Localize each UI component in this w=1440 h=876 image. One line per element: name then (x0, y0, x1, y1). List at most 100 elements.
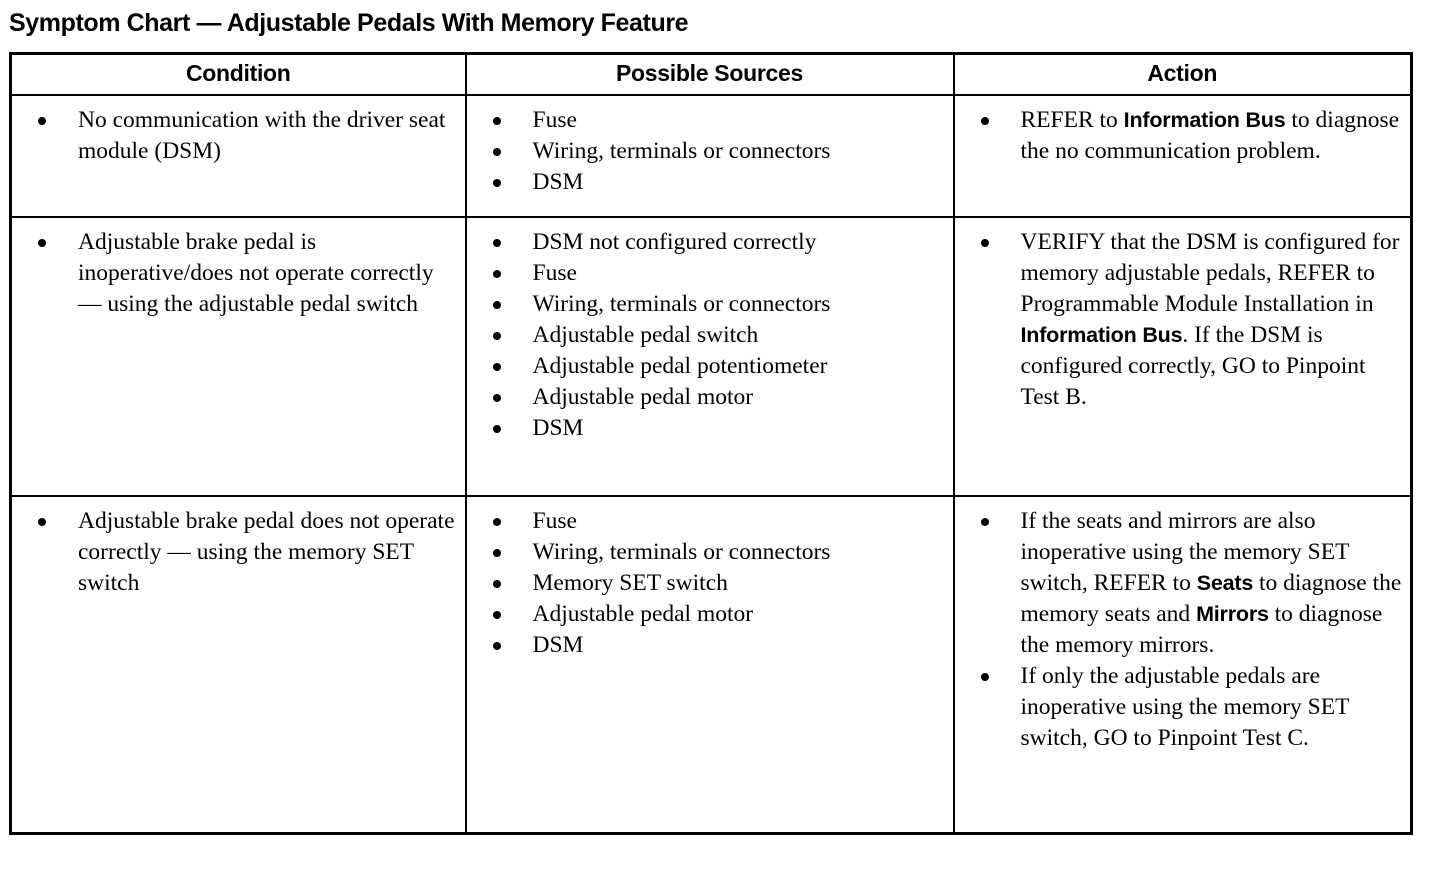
bullet-icon (492, 227, 502, 247)
bullet-icon (492, 136, 502, 156)
list-item-text: Adjustable pedal motor (532, 601, 754, 627)
cell-condition: Adjustable brake pedal does not operate … (9, 495, 467, 835)
bullet-icon (492, 320, 502, 340)
list-item-text: Adjustable brake pedal does not operate … (78, 508, 455, 596)
symptom-chart-table: Condition Possible Sources Action No com… (9, 52, 1413, 835)
text-run: If only the adjustable pedals are inoper… (1020, 663, 1350, 751)
list-item: Wiring, terminals or connectors (475, 289, 945, 320)
cross-reference-link[interactable]: Information Bus (1123, 108, 1286, 132)
bullet-icon (980, 506, 990, 526)
list-item: Adjustable pedal switch (475, 320, 945, 351)
list-item-text: Adjustable pedal switch (532, 322, 759, 348)
bullet-icon (38, 506, 47, 526)
list-item-text: Adjustable pedal motor (532, 384, 754, 410)
bullet-icon (492, 599, 502, 619)
list-item: DSM (475, 167, 945, 198)
bullet-icon (980, 661, 990, 681)
table-header-row: Condition Possible Sources Action (9, 52, 1413, 96)
list-item: Memory SET switch (475, 568, 945, 599)
bullet-icon (492, 630, 502, 650)
bullet-icon (492, 105, 502, 125)
list-item-text: DSM (532, 632, 584, 658)
condition-list: Adjustable brake pedal does not operate … (20, 506, 457, 599)
list-item-text: Wiring, terminals or connectors (532, 291, 831, 317)
list-item: Fuse (475, 506, 945, 537)
text-run: to diagnose the no communication problem… (1020, 107, 1400, 164)
bullet-icon (492, 413, 502, 433)
list-item: Fuse (475, 105, 945, 136)
column-header-condition: Condition (9, 52, 467, 96)
text-run: to diagnose the memory seats and (1020, 570, 1402, 627)
cross-reference-link[interactable]: Mirrors (1196, 602, 1269, 626)
text-run: REFER to (1020, 107, 1124, 133)
condition-list: No communication with the driver seat mo… (20, 105, 457, 167)
list-item-text: If only the adjustable pedals are inoper… (1021, 661, 1403, 754)
text-run: VERIFY that the DSM is configured for me… (1020, 229, 1400, 317)
bullet-icon (38, 227, 47, 247)
list-item: VERIFY that the DSM is configured for me… (963, 227, 1403, 413)
text-run: . If the DSM is configured correctly, GO… (1020, 322, 1366, 410)
cell-action: If the seats and mirrors are also inoper… (952, 495, 1413, 835)
list-item: DSM (475, 630, 945, 661)
action-list: REFER to Information Bus to diagnose the… (963, 105, 1403, 167)
table-row: Adjustable brake pedal does not operate … (9, 495, 1413, 835)
list-item-text: No communication with the driver seat mo… (78, 107, 446, 164)
column-header-action: Action (952, 52, 1413, 96)
table-row: Adjustable brake pedal is inoperative/do… (9, 216, 1413, 497)
list-item-text: DSM (532, 169, 584, 195)
list-item: Wiring, terminals or connectors (475, 136, 945, 167)
bullet-icon (492, 382, 502, 402)
action-list: VERIFY that the DSM is configured for me… (963, 227, 1403, 413)
list-item: Wiring, terminals or connectors (475, 537, 945, 568)
bullet-icon (492, 258, 502, 278)
list-item-text: Fuse (532, 107, 577, 133)
list-item-text: DSM (532, 415, 584, 441)
bullet-icon (492, 351, 502, 371)
list-item: DSM not configured correctly (475, 227, 945, 258)
bullet-icon (980, 105, 990, 125)
cross-reference-link[interactable]: Information Bus (1020, 323, 1183, 347)
list-item: REFER to Information Bus to diagnose the… (963, 105, 1403, 167)
list-item: Adjustable brake pedal is inoperative/do… (20, 227, 457, 320)
list-item-text: VERIFY that the DSM is configured for me… (1021, 227, 1403, 413)
condition-list: Adjustable brake pedal is inoperative/do… (20, 227, 457, 320)
list-item: If the seats and mirrors are also inoper… (963, 506, 1403, 661)
list-item-text: Wiring, terminals or connectors (532, 539, 831, 565)
list-item-text: If the seats and mirrors are also inoper… (1021, 506, 1403, 661)
list-item-text: Adjustable pedal potentiometer (532, 353, 828, 379)
bullet-icon (492, 537, 502, 557)
list-item: Adjustable brake pedal does not operate … (20, 506, 457, 599)
cell-condition: No communication with the driver seat mo… (9, 94, 467, 218)
table-row: No communication with the driver seat mo… (9, 94, 1413, 218)
list-item-text: Fuse (532, 260, 577, 286)
column-header-possible-sources: Possible Sources (464, 52, 955, 96)
list-item-text: Fuse (532, 508, 577, 534)
bullet-icon (492, 289, 502, 309)
list-item-text: Wiring, terminals or connectors (532, 138, 831, 164)
list-item-text: DSM not configured correctly (532, 229, 817, 255)
table-header: Condition Possible Sources Action (9, 52, 1413, 96)
cell-action: VERIFY that the DSM is configured for me… (952, 216, 1413, 497)
cell-condition: Adjustable brake pedal is inoperative/do… (9, 216, 467, 497)
cell-action: REFER to Information Bus to diagnose the… (952, 94, 1413, 218)
list-item: DSM (475, 413, 945, 444)
bullet-icon (980, 227, 990, 247)
list-item-text: Memory SET switch (532, 570, 728, 596)
list-item-text: Adjustable brake pedal is inoperative/do… (78, 229, 434, 317)
cross-reference-link[interactable]: Seats (1196, 571, 1254, 595)
list-item-text: REFER to Information Bus to diagnose the… (1021, 105, 1403, 167)
list-item: Adjustable pedal motor (475, 599, 945, 630)
list-item: Fuse (475, 258, 945, 289)
list-item: If only the adjustable pedals are inoper… (963, 661, 1403, 754)
page-title: Symptom Chart — Adjustable Pedals With M… (9, 9, 689, 37)
bullet-icon (492, 506, 502, 526)
action-list: If the seats and mirrors are also inoper… (963, 506, 1403, 754)
table-body: No communication with the driver seat mo… (9, 94, 1413, 835)
bullet-icon (38, 105, 47, 125)
text-run: If the seats and mirrors are also inoper… (1020, 508, 1350, 596)
